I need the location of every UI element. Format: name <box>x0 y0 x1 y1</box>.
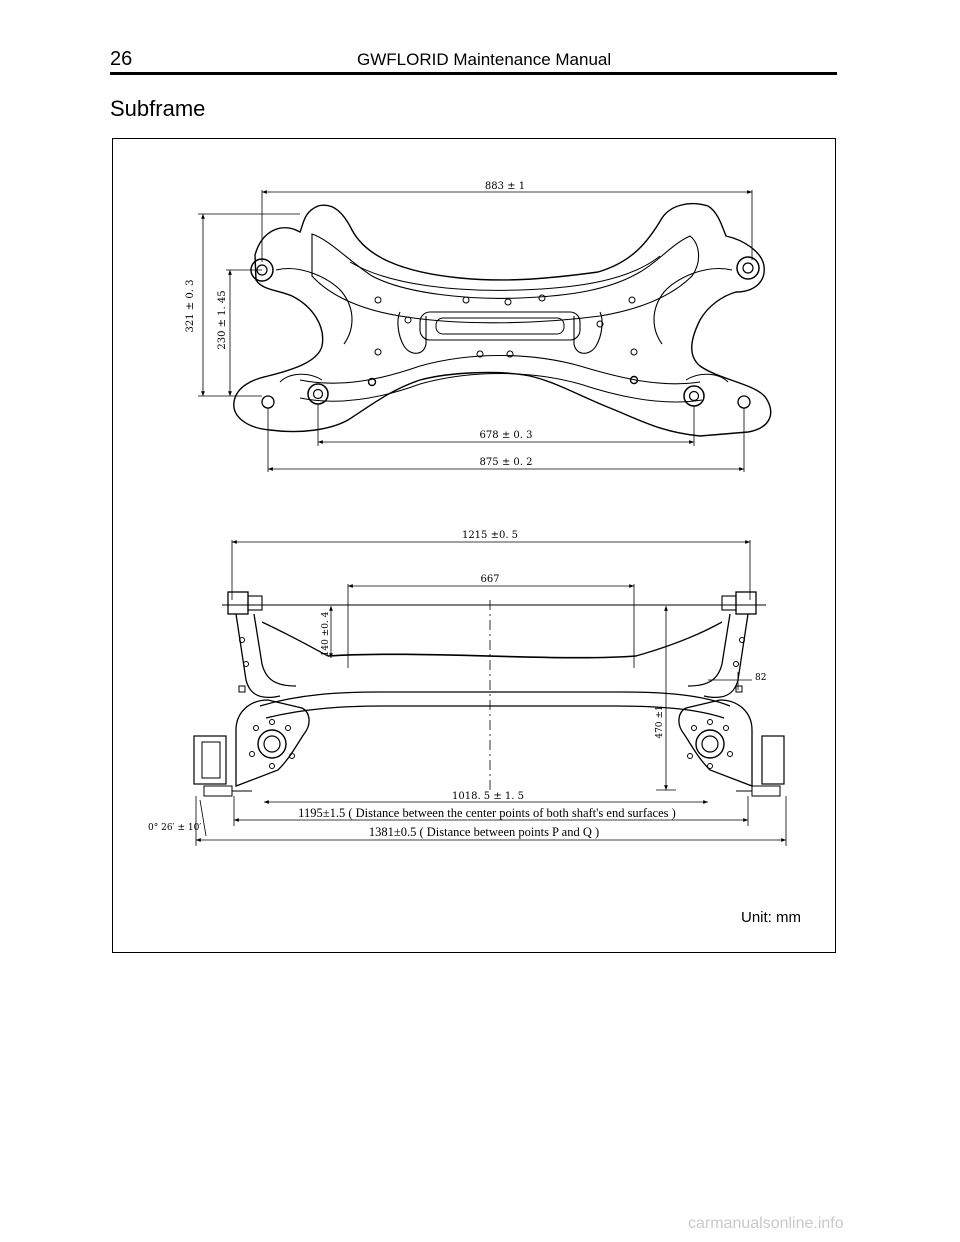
top-view-dimensions <box>198 190 753 472</box>
front-view-dimensions <box>195 540 787 846</box>
page-number: 26 <box>110 48 133 70</box>
dim-321: 321 ± 0. 3 <box>185 280 196 333</box>
front-view-hubs <box>238 637 745 769</box>
subframe-top-view <box>233 202 772 437</box>
dim-1195: 1195±1.5 ( Distance between the center p… <box>298 806 676 820</box>
dim-883: 883 ± 1 <box>485 181 525 192</box>
dim-angle: 0° 26′ ± 10′ <box>148 823 201 833</box>
dim-82: 82 <box>755 673 766 683</box>
dim-470: 470 ±1 <box>655 705 665 738</box>
dim-1018: 1018. 5 ± 1. 5 <box>452 791 524 802</box>
figure-frame <box>112 138 836 953</box>
dim-140: 140 ±0. 4 <box>321 611 331 656</box>
dim-1381: 1381±0.5 ( Distance between points P and… <box>369 825 599 839</box>
unit-label: Unit: mm <box>741 909 801 926</box>
dim-875: 875 ± 0. 2 <box>480 457 533 468</box>
dim-1215: 1215 ±0. 5 <box>462 530 518 541</box>
section-title: Subframe <box>110 96 206 121</box>
dim-230: 230 ± 1. 45 <box>217 290 228 349</box>
header-rule <box>110 72 837 75</box>
running-title: GWFLORID Maintenance Manual <box>357 50 612 69</box>
dim-667: 667 <box>480 574 499 585</box>
subframe-front-view <box>193 591 785 797</box>
watermark: carmanualsonline.info <box>688 1215 844 1232</box>
top-view-mounts <box>250 256 760 409</box>
dim-678: 678 ± 0. 3 <box>480 430 533 441</box>
